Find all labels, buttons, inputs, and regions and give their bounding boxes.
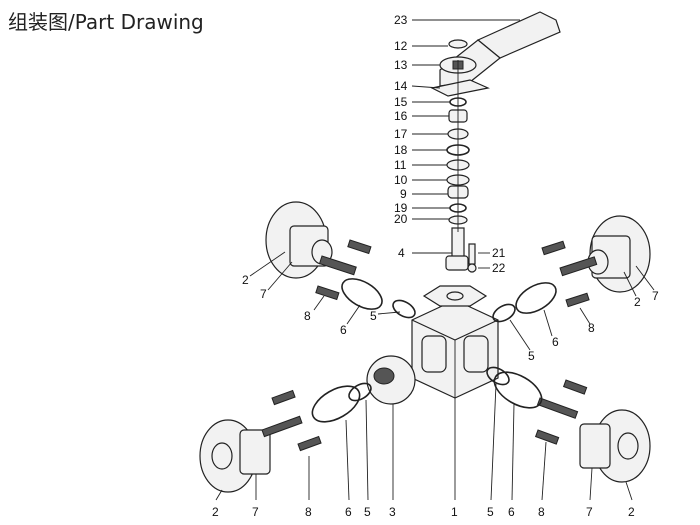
callout-b-2b: 2 bbox=[628, 505, 635, 519]
callout-ur-2: 2 bbox=[634, 295, 641, 309]
callout-b-7b: 7 bbox=[586, 505, 593, 519]
callout-13: 13 bbox=[394, 58, 408, 72]
callout-b-5a: 5 bbox=[364, 505, 371, 519]
callout-b-1: 1 bbox=[451, 505, 458, 519]
callout-ur-8: 8 bbox=[588, 321, 595, 335]
callout-11: 11 bbox=[394, 158, 407, 172]
callout-ul-7: 7 bbox=[260, 287, 267, 301]
callout-17: 17 bbox=[394, 127, 408, 141]
callout-b-6a: 6 bbox=[345, 505, 352, 519]
upper-right-flange bbox=[492, 215, 655, 351]
callout-ur-5: 5 bbox=[528, 349, 535, 363]
callout-b-6b: 6 bbox=[508, 505, 515, 519]
callout-16: 16 bbox=[394, 109, 408, 123]
callout-4: 4 bbox=[398, 246, 405, 260]
callout-ul-2: 2 bbox=[242, 273, 249, 287]
callout-18: 18 bbox=[394, 143, 408, 157]
callout-19: 19 bbox=[394, 201, 408, 215]
callout-10: 10 bbox=[394, 173, 408, 187]
callout-15: 15 bbox=[394, 95, 408, 109]
valve-body bbox=[411, 285, 499, 500]
stack-labels: 23 12 13 14 15 16 17 18 11 10 9 19 20 bbox=[394, 13, 408, 226]
upper-left-flange bbox=[249, 201, 416, 325]
ball-part bbox=[366, 355, 416, 500]
callout-ul-5: 5 bbox=[370, 309, 377, 323]
callout-b-3: 3 bbox=[389, 505, 396, 519]
callout-ul-8: 8 bbox=[304, 309, 311, 323]
callout-ul-6: 6 bbox=[340, 323, 347, 337]
callout-20: 20 bbox=[394, 212, 408, 226]
callout-ur-6: 6 bbox=[552, 335, 559, 349]
side-labels: 4 21 22 2 7 8 6 5 2 7 8 6 5 2 7 8 6 5 3 … bbox=[212, 246, 659, 519]
callout-b-8a: 8 bbox=[305, 505, 312, 519]
callout-ur-7: 7 bbox=[652, 289, 659, 303]
callout-9: 9 bbox=[400, 187, 407, 201]
callout-21: 21 bbox=[492, 246, 506, 260]
callout-14: 14 bbox=[394, 79, 408, 93]
callout-b-5b: 5 bbox=[487, 505, 494, 519]
bottom-right-flange bbox=[486, 366, 651, 501]
callout-b-8b: 8 bbox=[538, 505, 545, 519]
callout-12: 12 bbox=[394, 39, 408, 53]
callout-23: 23 bbox=[394, 13, 408, 27]
stack-leader-lines bbox=[411, 19, 520, 269]
callout-b-2a: 2 bbox=[212, 505, 219, 519]
callout-b-7a: 7 bbox=[252, 505, 259, 519]
page-title: 组装图/Part Drawing bbox=[8, 10, 204, 34]
bottom-left-flange bbox=[199, 382, 372, 501]
callout-22: 22 bbox=[492, 261, 506, 275]
